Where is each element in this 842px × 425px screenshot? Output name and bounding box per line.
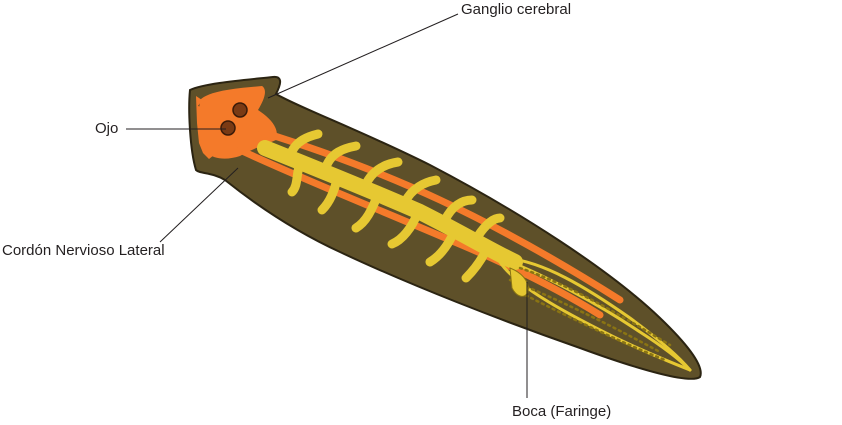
gut-branch-11 <box>425 225 460 267</box>
cerebral-ganglion-shape <box>217 110 270 145</box>
eye-left <box>220 120 236 136</box>
gut-branch-8 <box>317 171 343 215</box>
leader-cordon <box>159 167 239 243</box>
gut-branch-1 <box>285 129 323 161</box>
label-ojo: Ojo <box>95 120 119 137</box>
gut-branch-12 <box>461 241 493 283</box>
gut-branch-7 <box>287 157 305 197</box>
gut-posterior-upper <box>498 256 692 372</box>
gut-branch-4 <box>400 175 441 207</box>
gut-branch-2 <box>320 141 361 175</box>
gut-branch-6 <box>473 213 505 241</box>
label-boca-faringe: Boca (Faringe) <box>512 403 612 420</box>
leader-ganglio <box>267 13 459 99</box>
gut-branch-10 <box>387 207 423 249</box>
eye-right <box>232 102 248 118</box>
label-ganglio-cerebral: Ganglio cerebral <box>461 1 572 18</box>
label-cordon-nervioso-lateral: Cordón Nervioso Lateral <box>2 242 165 259</box>
pharynx <box>509 267 529 297</box>
gut-branch-9 <box>351 189 383 233</box>
head-fringe <box>196 96 214 159</box>
lateral-nerve-cord-right <box>258 128 624 304</box>
gut-branch-3 <box>360 157 403 191</box>
gut-branch-5 <box>440 195 477 225</box>
